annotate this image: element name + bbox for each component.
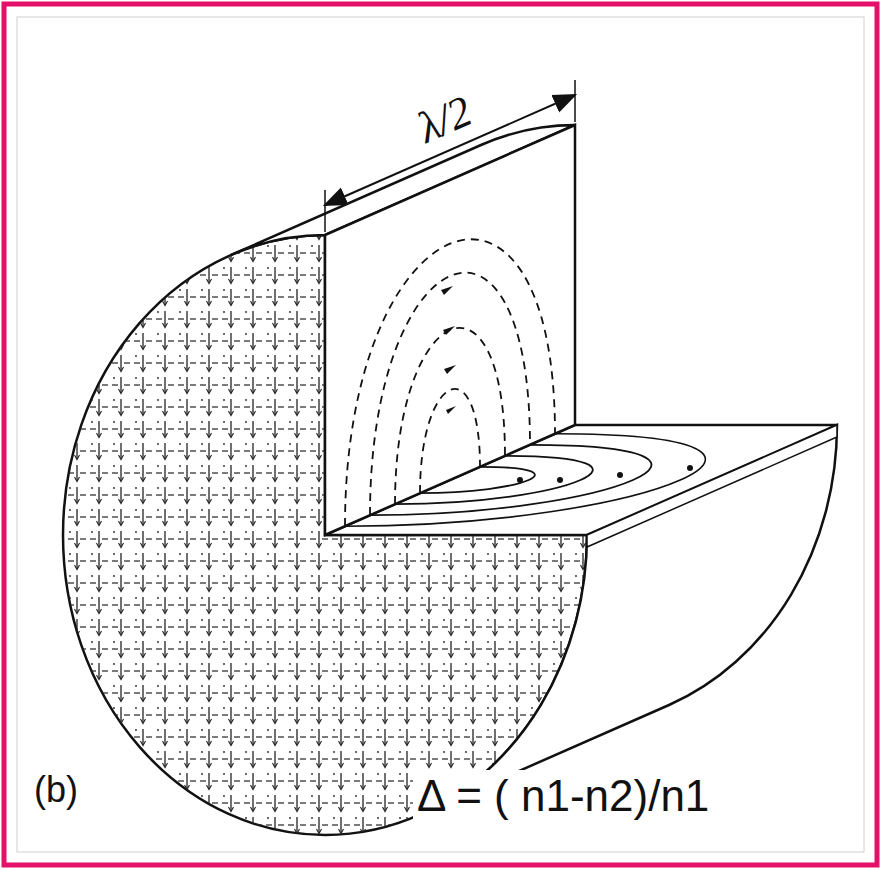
vertical-cut-plane xyxy=(325,125,575,535)
extension-line xyxy=(324,190,326,232)
panel-label: (b) xyxy=(30,768,82,812)
electric-field-lines xyxy=(345,239,555,526)
formula-label: Δ = ( n1-n2)/n1 xyxy=(413,770,713,822)
plane-edge xyxy=(587,425,837,547)
field-arrowheads xyxy=(441,286,693,483)
inner-frame xyxy=(17,17,864,852)
frame-border xyxy=(4,4,877,865)
extension-line xyxy=(574,80,576,122)
